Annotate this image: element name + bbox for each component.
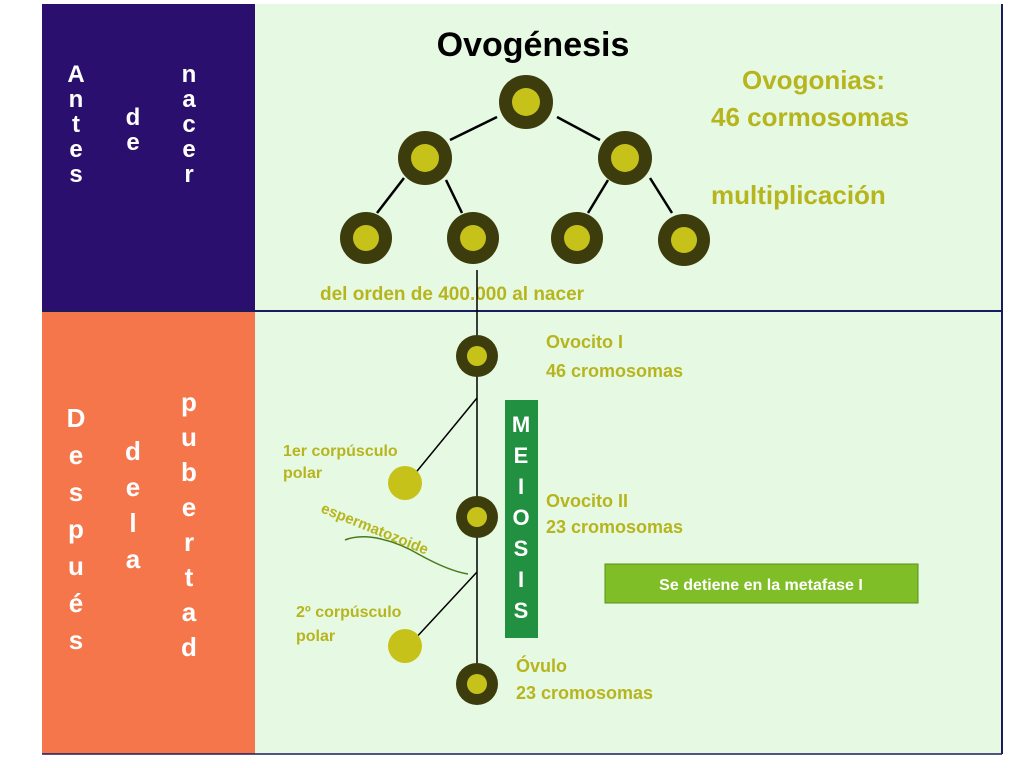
sidebar-letter: e (126, 472, 140, 502)
corpusculo-2-label: 2º corpúsculo (296, 604, 402, 621)
sidebar-letter: u (181, 422, 197, 452)
ovogonia-cell (551, 212, 603, 264)
ovogonia-cell (340, 212, 392, 264)
bottom-panel (255, 311, 1002, 754)
sidebar-letter: a (182, 597, 197, 627)
sidebar-letter: e (126, 129, 139, 156)
top-sidebar (42, 4, 255, 311)
polar-body-2-line (412, 571, 478, 642)
ovogonia-cell (499, 75, 553, 129)
sidebar-letter: u (68, 551, 84, 581)
sidebar-letter: e (182, 492, 196, 522)
sidebar-letter: r (184, 161, 193, 188)
sidebar-letter: d (126, 104, 141, 131)
sidebar-letter: n (69, 86, 84, 113)
sidebar-letter: b (181, 457, 197, 487)
sidebar-letter: t (72, 111, 80, 138)
ovulo-label: Óvulo (516, 655, 567, 676)
ovogonia-cell (598, 131, 652, 185)
metafase-note-box (604, 563, 919, 604)
corpusculo-1-polar: polar (283, 465, 322, 482)
ovulo-cell (456, 663, 498, 705)
meiosis-letter: I (518, 567, 524, 592)
meiosis-bar (505, 400, 538, 638)
sidebar-letter: n (182, 61, 197, 88)
sidebar-letter: s (69, 161, 82, 188)
sidebar-letter: p (181, 387, 197, 417)
sidebar-letter: e (182, 136, 195, 163)
ovogonia-cell (398, 131, 452, 185)
sidebar-letter: e (69, 440, 83, 470)
meiosis-letter: I (518, 474, 524, 499)
meiosis-letter: S (514, 598, 529, 623)
ovogonia-cell (658, 214, 710, 266)
sidebar-letter: a (182, 86, 196, 113)
ovocito-ii-label: Ovocito II (546, 491, 628, 511)
sidebar-letter: A (67, 61, 84, 88)
sidebar-letter: d (181, 632, 197, 662)
sidebar-letter: d (125, 436, 141, 466)
sidebar-letter: e (69, 136, 82, 163)
diagram-title: Ovogénesis (437, 26, 630, 64)
ovogonias-count-label: 46 cormosomas (711, 102, 909, 132)
polar-body-1 (388, 466, 422, 500)
sidebar-letter: r (184, 527, 194, 557)
polar-body-2 (388, 629, 422, 663)
ovocito-i-label: Ovocito I (546, 332, 623, 352)
sidebar-letter: t (185, 562, 194, 592)
tree-connectors (376, 115, 674, 214)
polar-body-1-line (412, 397, 478, 477)
meiosis-letter: E (514, 443, 529, 468)
corpusculo-1-label: 1er corpúsculo (283, 443, 398, 460)
sidebar-letter: s (69, 477, 83, 507)
sidebar-letter: D (67, 403, 86, 433)
ovogonia-cell (447, 212, 499, 264)
meiosis-letter: O (512, 505, 529, 530)
multiplicacion-label: multiplicación (711, 180, 886, 210)
sidebar-letter: a (126, 544, 141, 574)
meiosis-letter: S (514, 536, 529, 561)
sidebar-letter: é (69, 588, 83, 618)
bottom-sidebar (42, 311, 255, 754)
ovocito-i-chromosomes: 46 cromosomas (546, 361, 683, 381)
ovulo-chromosomes: 23 cromosomas (516, 683, 653, 703)
metafase-note: Se detiene en la metafase I (659, 577, 863, 594)
espermatozoide-tail (344, 536, 469, 575)
sidebar-letter: c (182, 111, 195, 138)
meiosis-letter: M (512, 412, 530, 437)
ovogonias-label: Ovogonias: (742, 65, 885, 95)
sidebar-letter: l (129, 508, 136, 538)
del-orden-label: del orden de 400.000 al nacer (320, 284, 585, 305)
ovocito-ii-chromosomes: 23 cromosomas (546, 517, 683, 537)
sidebar-letter: p (68, 514, 84, 544)
sidebar-letter: s (69, 625, 83, 655)
ovocito-ii-cell (456, 496, 498, 538)
corpusculo-2-polar: polar (296, 628, 335, 645)
ovocito-i-cell (456, 335, 498, 377)
